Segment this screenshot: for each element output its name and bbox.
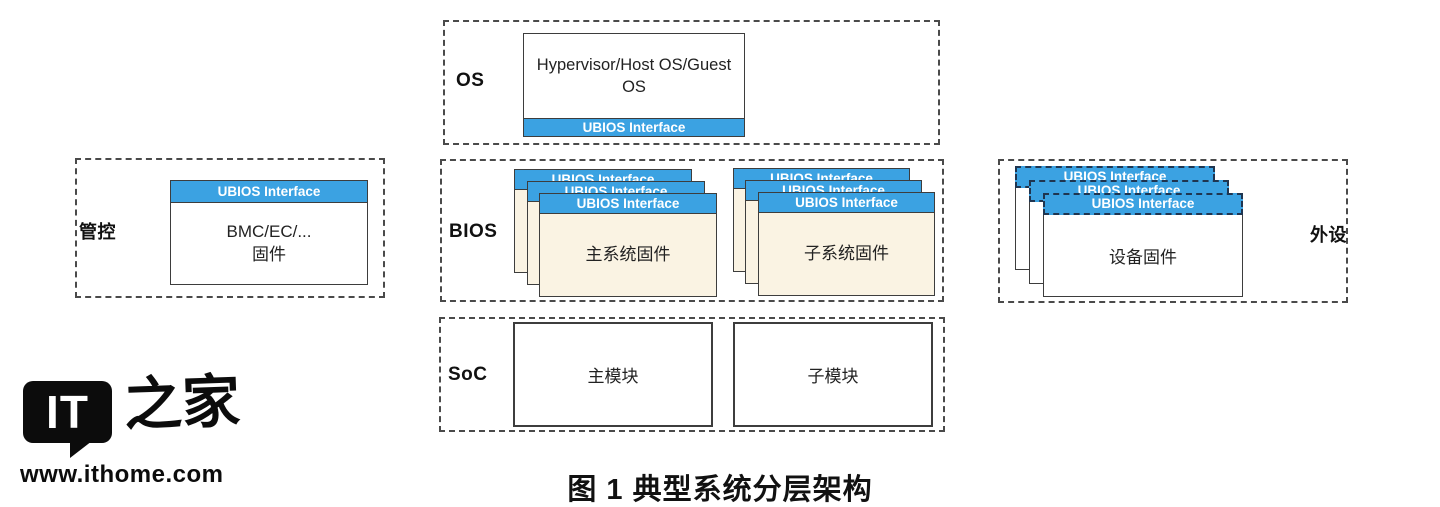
os-card-title: Hypervisor/Host OS/Guest OS — [536, 55, 732, 96]
main-firmware-card: UBIOS Interface 主系统固件 — [539, 193, 717, 297]
ithome-logo-badge: IT — [23, 381, 112, 443]
ithome-logo-brand: 之家 — [122, 366, 242, 440]
os-section-label: OS — [456, 70, 485, 91]
ithome-logo-tail — [70, 441, 92, 458]
ithome-site-url: www.ithome.com — [20, 461, 224, 488]
main-module-box: 主模块 — [513, 322, 713, 427]
sub-firmware-title: 子系统固件 — [759, 213, 934, 295]
management-card-body: BMC/EC/... 固件 — [171, 203, 367, 284]
sub-firmware-card: UBIOS Interface 子系统固件 — [758, 192, 935, 296]
bios-section-box — [440, 159, 944, 302]
device-firmware-title: 设备固件 — [1043, 215, 1243, 297]
os-card: Hypervisor/Host OS/Guest OS UBIOS Interf… — [523, 33, 745, 137]
soc-section-box — [439, 317, 945, 432]
figure-caption: 图 1 典型系统分层架构 — [567, 474, 873, 506]
bios-section-label: BIOS — [449, 221, 498, 242]
os-section-box — [443, 20, 940, 145]
device-firmware-card: UBIOS Interface 设备固件 — [1043, 193, 1243, 297]
management-card-line1: BMC/EC/... — [226, 221, 312, 241]
ubios-interface-bar: UBIOS Interface — [540, 194, 716, 214]
management-section-box — [75, 158, 385, 298]
management-section-label: 管控 — [79, 222, 116, 242]
sub-module-box: 子模块 — [733, 322, 933, 427]
management-card-line2: 固件 — [252, 244, 286, 264]
ubios-interface-bar: UBIOS Interface — [524, 118, 744, 136]
peripheral-section-box — [998, 159, 1348, 303]
peripheral-section-label: 外设 — [1310, 225, 1347, 245]
ubios-interface-bar: UBIOS Interface — [1043, 193, 1243, 215]
main-firmware-title: 主系统固件 — [540, 214, 716, 296]
management-card: UBIOS Interface BMC/EC/... 固件 — [170, 180, 368, 285]
ubios-interface-bar: UBIOS Interface — [759, 193, 934, 213]
ubios-interface-bar: UBIOS Interface — [171, 181, 367, 203]
soc-section-label: SoC — [448, 364, 488, 385]
